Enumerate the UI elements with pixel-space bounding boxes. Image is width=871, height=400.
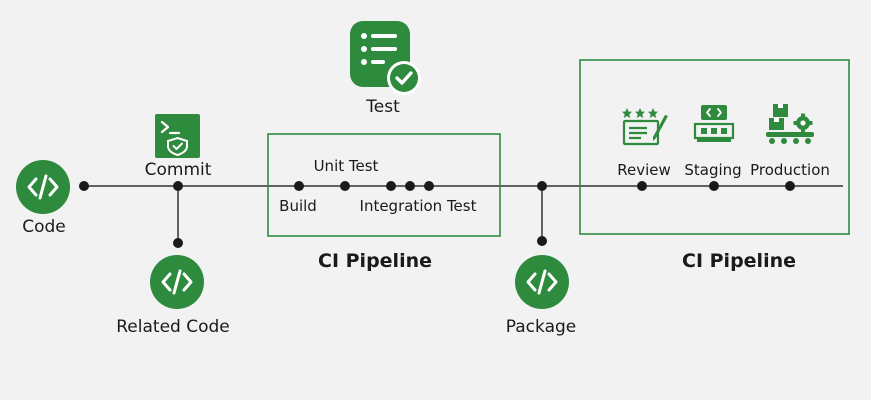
label-integration-test: Integration Test bbox=[359, 197, 477, 215]
label-staging: Staging bbox=[684, 161, 742, 179]
label-commit: Commit bbox=[144, 160, 212, 180]
conveyor-production-icon bbox=[766, 104, 814, 144]
code-icon bbox=[16, 160, 70, 214]
dot-build bbox=[294, 181, 304, 191]
label-build: Build bbox=[279, 197, 317, 215]
ci-pipeline-box-left bbox=[267, 133, 501, 237]
dot-unit-test bbox=[340, 181, 350, 191]
label-production: Production bbox=[750, 161, 830, 179]
dot-integration-1 bbox=[386, 181, 396, 191]
code-icon bbox=[150, 255, 204, 309]
dot-staging bbox=[709, 181, 719, 191]
dot-integration-3 bbox=[424, 181, 434, 191]
dot-integration-2 bbox=[405, 181, 415, 191]
ci-pipeline-box-right bbox=[579, 59, 850, 235]
dot-code bbox=[79, 181, 89, 191]
label-unit-test: Unit Test bbox=[313, 157, 379, 175]
label-ci-pipeline-left: CI Pipeline bbox=[318, 250, 432, 272]
test-checklist-icon bbox=[350, 21, 421, 95]
staging-monitor-icon bbox=[693, 105, 735, 142]
dot-related-code bbox=[173, 238, 183, 248]
dot-production bbox=[785, 181, 795, 191]
dot-review bbox=[637, 181, 647, 191]
code-icon bbox=[515, 255, 569, 309]
label-related-code: Related Code bbox=[116, 317, 230, 337]
dot-package bbox=[537, 181, 547, 191]
label-code: Code bbox=[22, 217, 66, 237]
dot-package-branch bbox=[537, 236, 547, 246]
star-review-icon bbox=[622, 108, 668, 146]
label-review: Review bbox=[617, 161, 671, 179]
dot-commit bbox=[173, 181, 183, 191]
label-ci-pipeline-right: CI Pipeline bbox=[682, 250, 796, 272]
terminal-shield-icon bbox=[155, 114, 200, 158]
label-package: Package bbox=[505, 317, 577, 337]
label-test: Test bbox=[366, 97, 400, 117]
